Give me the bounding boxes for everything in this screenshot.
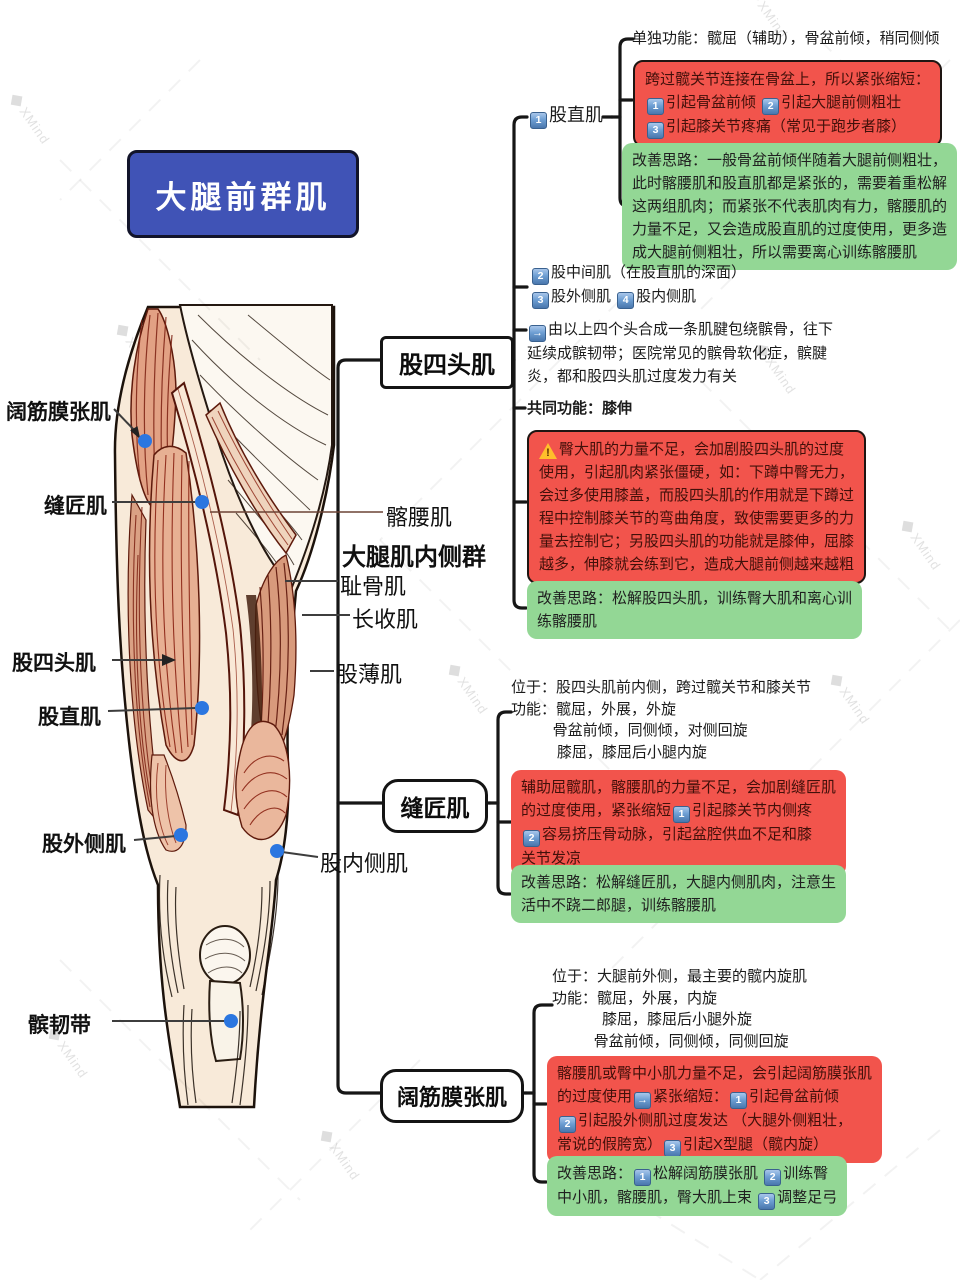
label-adductor-longus: 长收肌 (352, 607, 419, 632)
keycap-2-icon: 2 (764, 1169, 782, 1186)
label-iliopsoas: 髂腰肌 (386, 505, 453, 530)
xmind-logo-icon (831, 674, 843, 687)
xmind-watermark: XMind (446, 662, 491, 717)
thigh-anatomy-illustration (113, 304, 336, 1109)
xmind-logo-icon (902, 520, 914, 533)
label-vastus-lateralis: 股外侧肌 (42, 833, 126, 856)
xmind-watermark: XMind (828, 672, 873, 727)
keycap-3-icon: 3 (664, 1140, 682, 1157)
xmind-watermark: XMind (318, 1128, 363, 1183)
label-rectus-femoris: 股直肌 (38, 706, 101, 729)
keycap-1-icon: 1 (530, 112, 547, 129)
keycap-3-icon: 3 (758, 1193, 776, 1210)
keycap-1-icon: 1 (673, 806, 691, 823)
topic-tensor-fasciae-latae[interactable]: 阔筋膜张肌 (380, 1069, 524, 1123)
keycap-2-icon: 2 (762, 98, 780, 115)
label-pectineus: 耻骨肌 (340, 574, 407, 599)
label-gracilis: 股薄肌 (336, 662, 403, 687)
topic-sartorius[interactable]: 缝匠肌 (382, 779, 488, 833)
topic-sartorius-position[interactable]: 位于：股四头肌前内侧，跨过髋关节和膝关节功能：髋屈，外展，外旋 骨盆前倾，同侧倾… (511, 679, 812, 761)
keycap-1-icon: 1 (647, 98, 664, 115)
keycap-3-icon: 3 (647, 122, 664, 139)
xmind-logo-icon (449, 664, 461, 677)
topic-quad-tendon[interactable]: →由以上四个头合成一条肌腱包绕髌骨，往下延续成髌韧带；医院常见的髌骨软化症，髌腱… (527, 321, 834, 385)
keycap-4-icon: 4 (617, 292, 635, 309)
arrow-right-icon: → (634, 1092, 652, 1109)
keycap-2-icon: 2 (532, 268, 549, 285)
keycap-3-icon: 3 (532, 292, 549, 309)
topic-quad-advice[interactable]: 改善思路：松解股四头肌，训练臀大肌和离心训练髂腰肌 (527, 581, 863, 639)
label-quadriceps: 股四头肌 (12, 652, 96, 675)
xmind-logo-icon (321, 1130, 333, 1143)
label-medial-thigh-group: 大腿肌内侧群 (342, 544, 486, 571)
keycap-1-icon: 1 (634, 1169, 652, 1186)
keycap-2-icon: 2 (523, 830, 540, 847)
arrow-right-icon: → (529, 325, 546, 342)
label-tensor-fasciae-latae: 阔筋膜张肌 (6, 401, 111, 424)
warning-icon: ! (539, 443, 557, 459)
label-sartorius: 缝匠肌 (44, 495, 107, 518)
topic-rectus-function[interactable]: 单独功能：髋屈（辅助），骨盆前倾，稍同侧倾 (632, 30, 940, 47)
topic-quadriceps[interactable]: 股四头肌 (380, 336, 514, 389)
topic-sartorius-advice[interactable]: 改善思路：松解缝匠肌，大腿内侧肌肉，注意生活中不跷二郎腿，训练髂腰肌 (511, 865, 847, 923)
keycap-2-icon: 2 (559, 1116, 576, 1133)
xmind-watermark: XMind (8, 92, 53, 147)
topic-tfl-position[interactable]: 位于：大腿前外侧，最主要的髋内旋肌功能：髋屈，外展，内旋 膝屈，膝屈后小腿外旋 … (552, 968, 808, 1050)
xmind-watermark: XMind (899, 518, 944, 573)
page-title[interactable]: 大腿前群肌 (127, 150, 359, 238)
topic-rectus-advice[interactable]: 改善思路：一般骨盆前倾伴随着大腿前侧粗壮，此时髂腰肌和股直肌都是紧张的，需要着重… (622, 143, 958, 270)
topic-quad-risk[interactable]: !臀大肌的力量不足，会加剧股四头肌的过度使用，引起肌肉紧张僵硬，如：下蹲中臀无力… (527, 430, 867, 584)
label-patellar-ligament: 髌韧带 (28, 1014, 91, 1037)
keycap-1-icon: 1 (730, 1092, 748, 1109)
topic-quad-common-function[interactable]: 共同功能：膝伸 (527, 400, 633, 417)
xmind-logo-icon (11, 94, 23, 107)
label-vastus-medialis: 股内侧肌 (320, 851, 409, 876)
